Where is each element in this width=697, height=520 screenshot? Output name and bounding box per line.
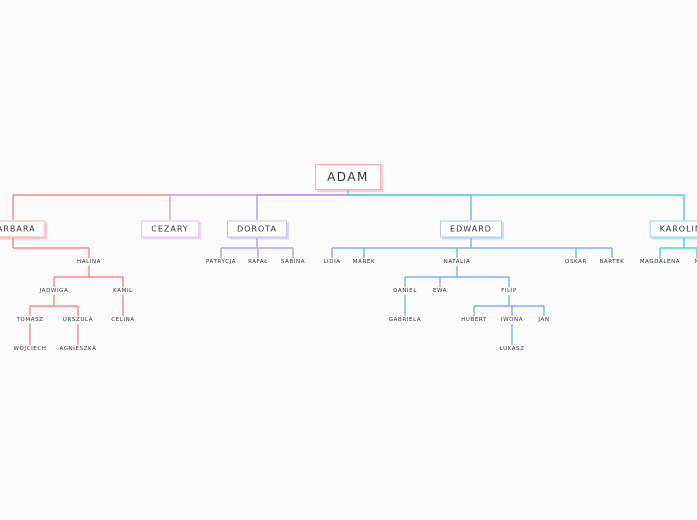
node-jadwiga[interactable]: JADWIGA — [39, 288, 69, 294]
node-n[interactable]: N — [695, 259, 697, 265]
node-tomasz[interactable]: TOMASZ — [16, 317, 44, 323]
topic-karolina[interactable]: KAROLINA — [649, 220, 697, 238]
node-filip[interactable]: FILIP — [501, 288, 517, 294]
node-gabriela[interactable]: GABRIELA — [388, 317, 422, 323]
node-urszula[interactable]: URSZULA — [62, 317, 94, 323]
node-natalia[interactable]: NATALIA — [443, 259, 471, 265]
topic-cezary[interactable]: CEZARY — [141, 220, 199, 238]
node-jan[interactable]: JAN — [538, 317, 550, 323]
topic-barbara[interactable]: BARBARA — [0, 220, 46, 238]
root-topic-adam[interactable]: ADAM — [315, 164, 381, 190]
node-celina[interactable]: CELINA — [111, 317, 135, 323]
node-hubert[interactable]: HUBERT — [461, 317, 487, 323]
node-lidia[interactable]: LIDIA — [323, 259, 341, 265]
node-iwona[interactable]: IWONA — [500, 317, 524, 323]
node-oskar[interactable]: OSKAR — [565, 259, 587, 265]
node-kamil[interactable]: KAMIL — [113, 288, 133, 294]
node-marek[interactable]: MAREK — [352, 259, 376, 265]
node-daniel[interactable]: DANIEL — [393, 288, 417, 294]
node-ewa[interactable]: EWA — [432, 288, 448, 294]
topic-dorota[interactable]: DOROTA — [226, 220, 288, 238]
node-magdalena[interactable]: MAGDALENA — [639, 259, 681, 265]
node-agnieszka[interactable]: AGNIESZKA — [59, 346, 97, 352]
node-sabina[interactable]: SABINA — [280, 259, 306, 265]
node-halina[interactable]: HALINA — [76, 259, 102, 265]
node-bartek[interactable]: BARTEK — [599, 259, 625, 265]
node-patrycja[interactable]: PATRYCJA — [205, 259, 237, 265]
node-wojciech[interactable]: WOJCIECH — [13, 346, 47, 352]
node--ukasz[interactable]: ŁUKASZ — [499, 346, 525, 352]
topic-edward[interactable]: EDWARD — [440, 220, 502, 238]
node-rafa-[interactable]: RAFAŁ — [248, 259, 268, 265]
